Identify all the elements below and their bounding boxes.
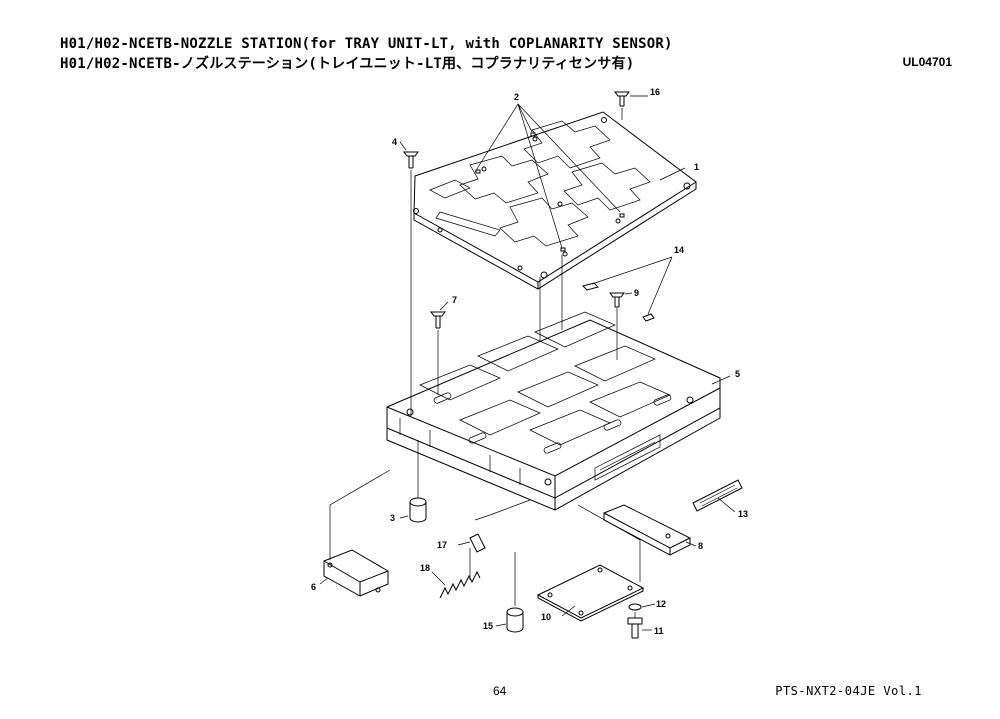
document-reference: PTS-NXT2-04JE Vol.1 xyxy=(775,684,922,698)
station-body xyxy=(386,311,721,511)
callout-6: 6 xyxy=(311,582,316,592)
part-12-washer xyxy=(628,603,642,611)
callout-labels: 1 2 3 4 5 6 7 8 9 10 11 12 13 14 15 16 1… xyxy=(311,87,748,636)
part-10-cover xyxy=(536,564,645,622)
title-japanese: H01/H02-NCETB-ノズルステーション(トレイユニット-LT用、コプラナ… xyxy=(60,56,635,72)
part-3-spacer xyxy=(409,497,427,523)
callout-17: 17 xyxy=(437,540,447,550)
callout-10: 10 xyxy=(541,612,551,622)
callout-8: 8 xyxy=(698,541,703,551)
callout-14: 14 xyxy=(674,245,684,255)
part-4-screw xyxy=(403,151,419,169)
callout-15: 15 xyxy=(483,621,493,631)
callout-7: 7 xyxy=(452,295,457,305)
part-8-bracket xyxy=(603,504,691,556)
part-13-label xyxy=(692,479,743,512)
page-number: 64 xyxy=(493,684,507,698)
callout-16: 16 xyxy=(650,87,660,97)
part-16-screw xyxy=(614,91,630,107)
callout-12: 12 xyxy=(656,599,666,609)
callout-4: 4 xyxy=(392,137,397,147)
part-15-spacer xyxy=(506,607,524,633)
part-17-pin xyxy=(469,533,486,553)
part-6-sensor xyxy=(323,549,389,597)
part-14-magnet xyxy=(582,282,655,322)
callout-5: 5 xyxy=(735,369,740,379)
part-9-screw xyxy=(609,292,625,308)
assembly-lines xyxy=(329,108,641,618)
callout-13: 13 xyxy=(738,509,748,519)
callout-3: 3 xyxy=(390,513,395,523)
callout-9: 9 xyxy=(634,288,639,298)
callout-1: 1 xyxy=(694,162,699,172)
part-7-screw xyxy=(430,311,446,329)
leader-lines xyxy=(319,95,736,631)
top-plate xyxy=(413,111,697,290)
callout-18: 18 xyxy=(420,563,430,573)
part-18-spring xyxy=(439,570,481,599)
drawing-code: UL04701 xyxy=(902,55,952,69)
callout-11: 11 xyxy=(654,626,664,636)
callout-2: 2 xyxy=(514,92,519,102)
part-11-screw xyxy=(627,617,643,639)
title-english: H01/H02-NCETB-NOZZLE STATION(for TRAY UN… xyxy=(60,36,673,52)
